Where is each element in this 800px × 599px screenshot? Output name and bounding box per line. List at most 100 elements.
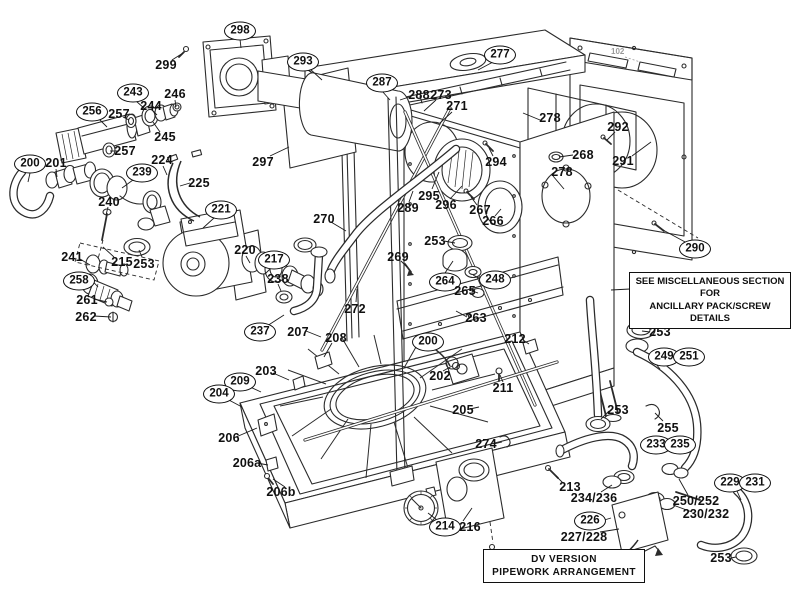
callout-258: 258 <box>63 271 95 291</box>
callout-221: 221 <box>205 200 237 220</box>
callout-271: 271 <box>446 99 468 113</box>
callout-207: 207 <box>287 325 309 339</box>
callout-293: 293 <box>287 52 319 72</box>
callout-246: 246 <box>164 87 186 101</box>
callout-241: 241 <box>61 250 83 264</box>
callout-231: 231 <box>739 473 771 493</box>
callout-277: 277 <box>484 45 516 65</box>
callout-256: 256 <box>76 102 108 122</box>
callout-289: 289 <box>397 201 419 215</box>
callout-274: 274 <box>475 437 497 451</box>
callout-269: 269 <box>387 250 409 264</box>
callout-237: 237 <box>244 322 276 342</box>
base-tray <box>239 331 571 529</box>
callout-203: 203 <box>255 364 277 378</box>
callout-240: 240 <box>98 195 120 209</box>
callout-294: 294 <box>485 155 507 169</box>
callout-226: 226 <box>574 511 606 531</box>
callout-261: 261 <box>76 293 98 307</box>
callout-206b: 206b <box>266 485 296 499</box>
callout-244: 244 <box>140 99 162 113</box>
top-rail <box>391 61 571 109</box>
callout-234-236: 234/236 <box>570 491 618 505</box>
callout-299: 299 <box>155 58 177 72</box>
callout-229: 229 <box>714 473 746 493</box>
callout-248: 248 <box>479 270 511 290</box>
callout-238: 238 <box>267 272 289 286</box>
callout-266: 266 <box>482 214 504 228</box>
left-fittings <box>9 102 182 323</box>
callout-296: 296 <box>435 198 457 212</box>
callout-263: 263 <box>465 311 487 325</box>
small-screws <box>178 45 665 556</box>
callout-295: 295 <box>418 189 440 203</box>
callout-250-252: 250/252 <box>672 494 720 508</box>
callout-216: 216 <box>459 520 481 534</box>
callout-204: 204 <box>203 384 235 404</box>
callout-253: 253 <box>424 234 446 248</box>
callout-243: 243 <box>117 83 149 103</box>
callout-278: 278 <box>539 111 561 125</box>
callout-287: 287 <box>366 73 398 93</box>
note-line-2: PIPEWORK ARRANGEMENT <box>492 567 636 578</box>
callout-257: 257 <box>114 144 136 158</box>
callout-292: 292 <box>607 120 629 134</box>
burner-and-stays <box>303 96 564 533</box>
callout-290: 290 <box>679 239 711 259</box>
callout-213: 213 <box>559 480 581 494</box>
leader-lines <box>27 38 742 559</box>
callout-220: 220 <box>234 243 256 257</box>
note-line-2: ANCILLARY PACK/SCREW DETAILS <box>649 300 771 325</box>
callout-253: 253 <box>710 551 732 565</box>
callout-217: 217 <box>258 250 290 270</box>
callout-211: 211 <box>492 381 514 395</box>
note-line-1: DV VERSION <box>531 554 597 565</box>
callout-297: 297 <box>252 155 274 169</box>
callout-208: 208 <box>325 331 347 345</box>
note-dv-version: DV VERSION PIPEWORK ARRANGEMENT <box>483 549 645 583</box>
callout-200: 200 <box>412 332 444 352</box>
callout-255: 255 <box>657 421 679 435</box>
callout-215: 215 <box>111 255 133 269</box>
callout-257: 257 <box>108 107 130 121</box>
callout-270: 270 <box>313 212 335 226</box>
callout-262: 262 <box>75 310 97 324</box>
callout-214: 214 <box>429 517 461 537</box>
callout-200: 200 <box>14 154 46 174</box>
callout-225: 225 <box>188 176 210 190</box>
callout-268: 268 <box>572 148 594 162</box>
callout-202: 202 <box>429 369 451 383</box>
callout-265: 265 <box>454 284 476 298</box>
callout-205: 205 <box>452 403 474 417</box>
callout-230-232: 230/232 <box>682 507 730 521</box>
callout-209: 209 <box>224 372 256 392</box>
callout-251: 251 <box>673 347 705 367</box>
callout-253: 253 <box>607 403 629 417</box>
dome-fitting <box>442 248 468 272</box>
callout-239: 239 <box>126 163 158 183</box>
callout-224: 224 <box>151 153 173 167</box>
dashed-lines <box>74 56 699 544</box>
callout-273: 273 <box>430 88 452 102</box>
callout-227-228: 227/228 <box>560 530 608 544</box>
callout-291: 291 <box>612 154 634 168</box>
dv-pipework <box>555 295 758 569</box>
callout-245: 245 <box>154 130 176 144</box>
callout-253: 253 <box>133 257 155 271</box>
note-ancillary-pack: SEE MISCELLANEOUS SECTION FOR ANCILLARY … <box>629 272 791 330</box>
callout-235: 235 <box>664 435 696 455</box>
callout-201: 201 <box>45 156 67 170</box>
callout-267: 267 <box>469 203 491 217</box>
callout-278: 278 <box>551 165 573 179</box>
callout-288: 288 <box>408 88 430 102</box>
panel-marking-text: 102 <box>611 47 625 56</box>
callout-206: 206 <box>218 431 240 445</box>
callout-264: 264 <box>429 272 461 292</box>
callout-212: 212 <box>504 332 526 346</box>
note-line-1: SEE MISCELLANEOUS SECTION FOR <box>635 276 785 300</box>
callout-272: 272 <box>344 302 366 316</box>
flue-assembly <box>202 35 413 169</box>
callout-298: 298 <box>224 21 256 41</box>
